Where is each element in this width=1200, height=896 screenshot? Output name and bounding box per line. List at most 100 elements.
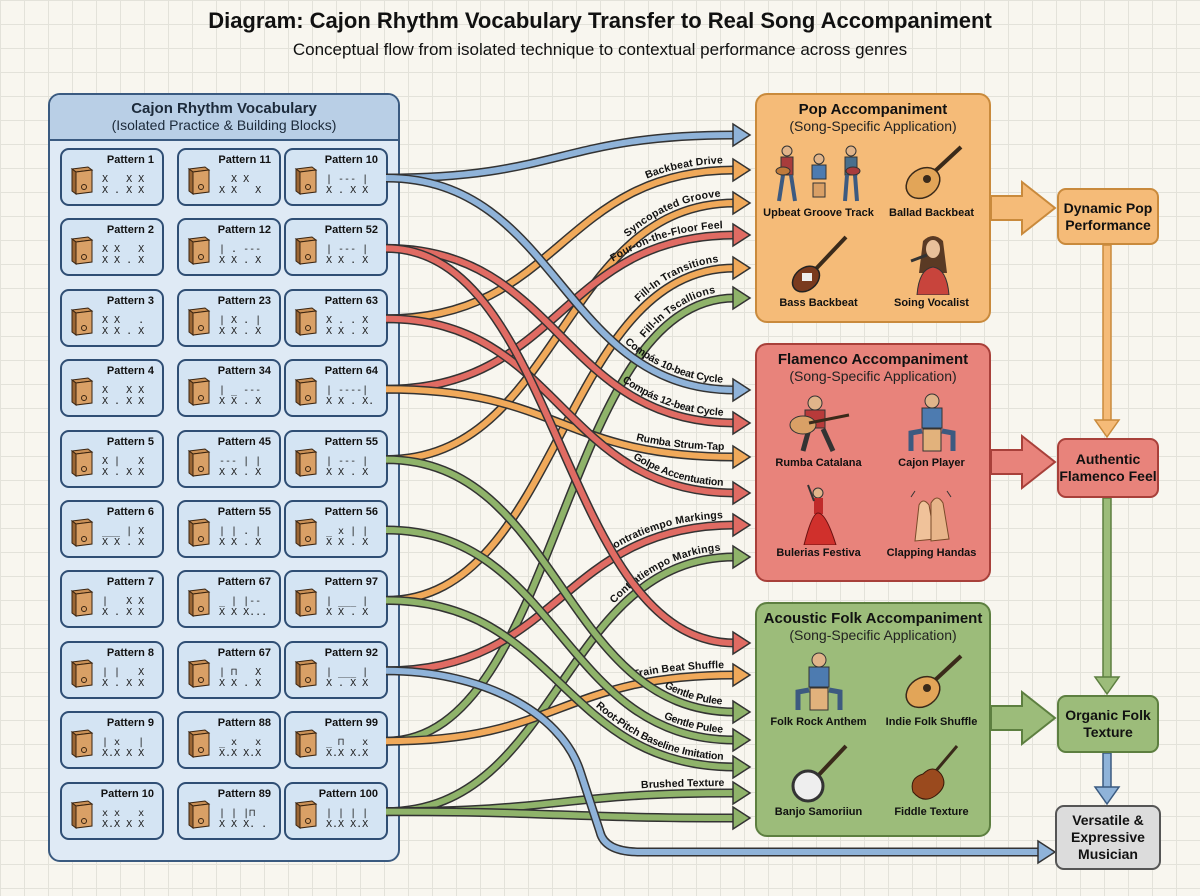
cajon-icon — [294, 518, 318, 547]
pattern-name: Pattern 10 — [324, 154, 378, 166]
flow-arrow: Gentle Pulee — [385, 455, 752, 725]
arrowhead-icon — [1037, 839, 1057, 865]
pattern-name: Pattern 5 — [106, 435, 154, 448]
outcome-box: Organic Folk Texture — [1057, 695, 1159, 753]
song-example: Ballad Backbeat — [874, 143, 989, 219]
pattern-notation-top: | | | | — [326, 807, 369, 819]
flow-arrow — [385, 122, 752, 183]
pattern-notation-top: X . . X — [326, 314, 369, 326]
arrowhead-icon — [732, 122, 752, 148]
pattern-name: Pattern 56 — [324, 506, 378, 518]
block-arrow-icon — [990, 433, 1057, 491]
pattern-notation-top: | x | — [102, 737, 145, 749]
folk-accompaniment-panel: Acoustic Folk Accompaniment(Song-Specifi… — [755, 602, 991, 837]
pattern-notation-bottom: X X . X — [326, 466, 369, 478]
pattern-notation-bottom: X X . X — [219, 677, 262, 689]
cajon-icon — [187, 307, 211, 336]
pattern-name: Pattern 67 — [217, 576, 271, 589]
arrowhead-icon — [732, 377, 752, 403]
pattern-notation-bottom: X . X X — [102, 396, 145, 408]
block-arrow-icon — [990, 179, 1057, 237]
pattern-card: Pattern 56_ x | |X X . X — [284, 500, 388, 558]
pattern-notation-bottom: X X . X — [326, 537, 369, 548]
pattern-name: Pattern 52 — [324, 224, 378, 237]
pattern-notation-top: X X — [219, 174, 250, 185]
pattern-notation-bottom: X X . X — [219, 396, 262, 408]
pattern-name: Pattern 1 — [106, 154, 154, 166]
pattern-notation-top: x x x — [102, 807, 145, 819]
pattern-notation-bottom: X X . X — [219, 325, 262, 337]
song-example-label: Clapping Handas — [886, 547, 977, 559]
pattern-notation-top: _ x x — [219, 737, 262, 749]
cajon-icon — [70, 729, 94, 759]
flow-arrow — [385, 666, 1057, 865]
connector-arrow — [1093, 752, 1121, 806]
pattern-notation-bottom: X X . X — [326, 255, 369, 267]
pattern-notation-bottom: X . X X — [102, 466, 145, 478]
arrowhead-icon — [732, 480, 752, 506]
pattern-notation-bottom: X X . X — [326, 325, 369, 337]
pattern-name: Pattern 11 — [218, 154, 271, 166]
outcome-box: Versatile & Expressive Musician — [1055, 805, 1161, 870]
band-icon — [761, 143, 876, 205]
cajon-icon — [294, 236, 318, 266]
song-example: Cajon Player — [874, 393, 989, 469]
pattern-notation-top: | --- | — [326, 244, 369, 256]
pattern-notation-bottom: X X . X — [102, 537, 145, 548]
arrowhead-icon — [732, 285, 752, 311]
cajon-icon — [70, 518, 94, 547]
cajon-player-icon — [874, 393, 989, 455]
pattern-name: Pattern 4 — [106, 365, 154, 378]
pattern-notation-bottom: X.X X.X — [219, 748, 262, 760]
pattern-notation-bottom: X . X X — [102, 185, 145, 196]
cajon-icon — [187, 800, 211, 829]
arrowhead-icon — [732, 512, 752, 538]
cajon-icon — [70, 800, 94, 829]
song-example: Fiddle Texture — [874, 742, 989, 818]
song-example: Bass Backbeat — [761, 233, 876, 309]
arrowhead-icon — [732, 544, 752, 570]
pattern-notation-top: | --- | — [326, 455, 369, 467]
cajon-icon — [70, 588, 94, 618]
pattern-notation-top: | . --- — [219, 244, 262, 256]
pattern-notation-top: --- | | — [219, 455, 262, 467]
pattern-card: Pattern 23| X . |X X . X — [177, 288, 281, 347]
pattern-name: Pattern 97 — [324, 576, 378, 589]
pattern-notation-bottom: X X . X — [219, 466, 262, 478]
song-example: Upbeat Groove Track — [761, 143, 876, 219]
cajon-icon — [70, 448, 94, 477]
cajon-icon — [70, 166, 94, 195]
pattern-card: Pattern 64| ----|X X . X. — [284, 359, 388, 418]
pattern-card: Pattern 55| | . |X X . X — [177, 500, 281, 558]
arrowhead-icon — [732, 780, 752, 806]
connector-arrow — [1093, 244, 1121, 439]
song-example: Clapping Handas — [874, 483, 989, 559]
pattern-notation-top: | ___ | — [326, 666, 369, 678]
pattern-notation-bottom: X X . X — [102, 255, 145, 267]
clapping-hands-icon — [874, 483, 989, 545]
pattern-card: Pattern 34| _ ---X X . X — [177, 359, 281, 418]
pattern-notation-top: | X X — [102, 596, 145, 608]
pattern-card: Pattern 52 | --- |X X . X — [284, 218, 388, 277]
pattern-notation-bottom: X X . X — [102, 325, 145, 337]
pattern-name: Pattern 55 — [324, 435, 378, 448]
flow-arrow — [385, 243, 752, 656]
pattern-notation-top: X X X — [102, 174, 145, 185]
song-example: Rumba Catalana — [761, 393, 876, 469]
pattern-name: Pattern 10 — [100, 787, 154, 800]
arrowhead-icon — [732, 805, 752, 831]
pattern-name: Pattern 89 — [217, 787, 271, 800]
pattern-notation-top: | | X — [102, 666, 145, 678]
pattern-name: Pattern 88 — [217, 717, 271, 730]
singer-icon — [874, 233, 989, 295]
vocabulary-subtitle: (Isolated Practice & Building Blocks) — [111, 117, 337, 133]
cajon-icon — [294, 588, 318, 618]
arrowhead-icon — [732, 157, 752, 183]
